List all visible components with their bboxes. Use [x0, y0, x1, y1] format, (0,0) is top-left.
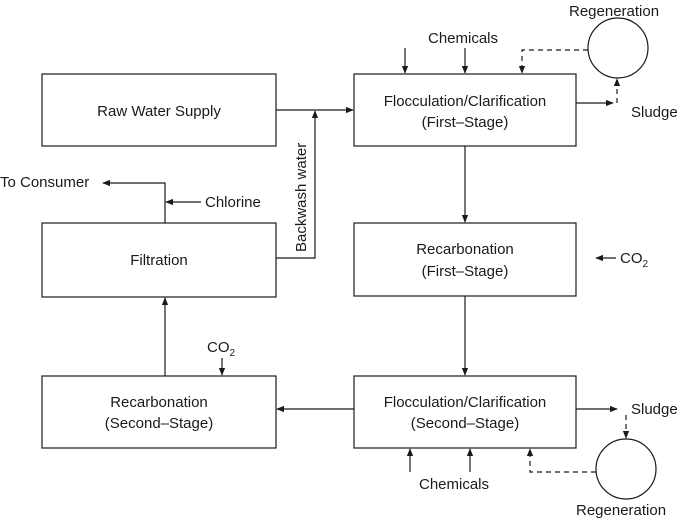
chemicals-bottom-label: Chemicals	[419, 476, 489, 493]
sludge-bottom-label: Sludge	[631, 401, 678, 418]
regeneration-bottom-circle	[595, 438, 657, 500]
raw-water-supply-label: Raw Water Supply	[97, 103, 221, 120]
flocculation-second-stage-title: Flocculation/Clarification	[384, 394, 547, 411]
recarbonation-first-stage-title: Recarbonation	[416, 241, 514, 258]
recarbonation-first-stage-box: Recarbonation (First–Stage)	[353, 222, 577, 297]
regeneration-bottom-return	[526, 448, 596, 473]
backwash-water-line	[276, 110, 319, 259]
filtration-label: Filtration	[130, 252, 188, 269]
raw-water-supply-box: Raw Water Supply	[41, 73, 277, 147]
flocculation-first-stage-box: Flocculation/Clarification (First–Stage)	[353, 73, 577, 147]
recarbonation-second-stage-title: Recarbonation	[110, 394, 208, 411]
regeneration-top-label: Regeneration	[569, 3, 659, 20]
recarbonation-first-stage-subtitle: (First–Stage)	[422, 263, 509, 280]
chemicals-top-label: Chemicals	[428, 30, 498, 47]
to-consumer-line	[102, 179, 166, 223]
co2-second-stage-label: CO2	[207, 339, 236, 359]
filtration-box: Filtration	[41, 222, 277, 298]
regeneration-top-return	[518, 49, 588, 74]
chlorine-label: Chlorine	[205, 194, 261, 211]
flocculation-first-stage-title: Flocculation/Clarification	[384, 93, 547, 110]
recarbonation-second-stage-box: Recarbonation (Second–Stage)	[41, 375, 277, 449]
recarbonation-second-stage-subtitle: (Second–Stage)	[105, 415, 213, 432]
co2-first-stage-label: CO2	[620, 250, 649, 270]
to-consumer-label: To Consumer	[0, 174, 89, 191]
backwash-water-label: Backwash water	[293, 143, 310, 252]
flocculation-second-stage-box: Flocculation/Clarification (Second–Stage…	[353, 375, 577, 449]
flocculation-first-stage-subtitle: (First–Stage)	[422, 114, 509, 131]
regeneration-top-circle	[587, 17, 649, 79]
sludge-top-label: Sludge	[631, 104, 678, 121]
flocculation-second-stage-subtitle: (Second–Stage)	[411, 415, 519, 432]
regeneration-bottom-label: Regeneration	[576, 502, 666, 519]
